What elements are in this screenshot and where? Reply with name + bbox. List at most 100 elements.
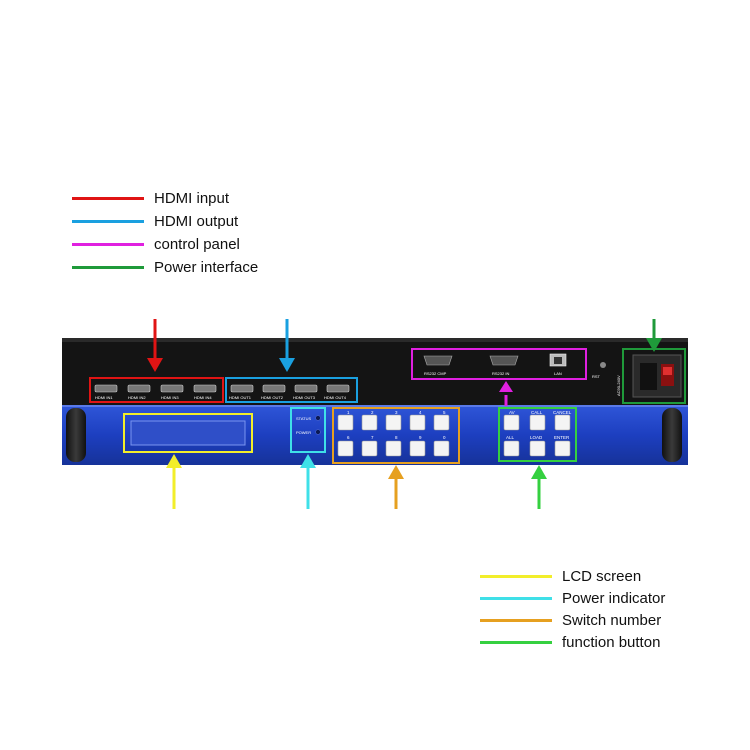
legend-item-power-indicator: Power indicator [480, 587, 665, 609]
lan-port: LAN [549, 353, 567, 376]
iec-inlet [640, 363, 657, 390]
legend-item-function-button: function button [480, 631, 660, 653]
power-voltage-label: AC90-240V [616, 375, 621, 396]
switch-button: 7 [361, 435, 378, 457]
power-indicator-group: STATUS POWER [290, 407, 326, 453]
function-button: LOAD [529, 435, 546, 457]
legend-swatch [72, 219, 144, 223]
legend-swatch [480, 640, 552, 644]
hdmi-output-port: HDMI OUT2 [261, 384, 286, 400]
function-button-group: AV CALL CANCEL ALL LOAD ENTER [498, 407, 577, 462]
hdmi-output-group: HDMI OUT1 HDMI OUT2 HDMI OUT3 HDMI OUT4 [225, 377, 358, 403]
lcd-screen [130, 420, 246, 446]
switch-button-label: 1 [347, 410, 350, 415]
rs232-in-port: RS232 IN [489, 355, 519, 376]
arrow-switch-number [388, 465, 404, 509]
switch-button-label: 8 [395, 435, 398, 440]
power-switch-rocker [663, 367, 672, 375]
rs232-in-label: RS232 IN [492, 371, 509, 376]
function-button: ALL [503, 435, 520, 457]
switch-button-label: 4 [419, 410, 422, 415]
function-button-label: LOAD [530, 435, 543, 440]
arrow-power-indicator [300, 454, 316, 509]
hdmi-input-label: HDMI IN2 [128, 395, 146, 400]
function-button-label: ALL [506, 435, 515, 440]
legend-label: function button [562, 633, 661, 651]
arrow-hdmi-output [279, 319, 295, 372]
rst-button: RST [592, 362, 606, 379]
hdmi-input-port: HDMI IN2 [127, 384, 151, 400]
switch-number-group: 1 2 3 4 5 6 7 8 [332, 407, 460, 464]
rear-panel-edge [62, 338, 688, 342]
function-button: ENTER [554, 435, 571, 457]
power-led [315, 429, 321, 435]
right-handle [662, 408, 682, 462]
function-button-label: AV [509, 410, 515, 415]
legend-label: HDMI input [154, 189, 230, 207]
legend-swatch [72, 196, 144, 200]
function-button-highlight [498, 407, 577, 462]
function-button-label: CALL [531, 410, 543, 415]
switch-button: 2 [361, 410, 378, 431]
hdmi-output-label: HDMI OUT4 [324, 395, 347, 400]
arrow-control-panel [499, 381, 513, 406]
rs232-cmp-label: RS232 CMP [424, 371, 447, 376]
control-panel-group: RS232 CMP RS232 IN LAN [411, 348, 587, 380]
hdmi-output-port: HDMI OUT3 [293, 384, 318, 400]
arrow-hdmi-input [147, 319, 163, 372]
hdmi-input-label: HDMI IN1 [95, 395, 113, 400]
status-label: STATUS [296, 416, 312, 421]
switch-button: 9 [409, 435, 426, 457]
legend-label: HDMI output [154, 212, 239, 230]
function-button-label: CANCEL [553, 410, 572, 415]
hdmi-output-highlight [225, 377, 358, 403]
hdmi-input-port: HDMI IN1 [94, 384, 118, 400]
hdmi-output-label: HDMI OUT2 [261, 395, 284, 400]
left-handle [66, 408, 86, 462]
legend-item-switch-number: Switch number [480, 609, 661, 631]
legend-swatch [480, 596, 552, 600]
arrow-lcd-screen [166, 454, 182, 509]
switch-button: 1 [337, 410, 354, 431]
power-label: POWER [296, 430, 311, 435]
hdmi-input-label: HDMI IN4 [194, 395, 212, 400]
switch-button: 0 [433, 435, 450, 457]
switch-button: 3 [385, 410, 402, 431]
legend-item-hdmi-input: HDMI input [72, 187, 229, 209]
power-interface-group: AC90-240V [616, 348, 686, 404]
function-button-label: ENTER [554, 435, 570, 440]
legend-item-lcd-screen: LCD screen [480, 565, 641, 587]
legend-label: Switch number [562, 611, 662, 629]
switch-button: 6 [337, 435, 354, 457]
legend-label: LCD screen [562, 567, 642, 585]
legend-item-power-interface: Power interface [72, 256, 258, 278]
switch-button: 4 [409, 410, 426, 431]
hdmi-output-label: HDMI OUT1 [229, 395, 252, 400]
switch-button-label: 5 [443, 410, 446, 415]
legend-label: Power indicator [562, 589, 666, 607]
legend-item-hdmi-output: HDMI output [72, 210, 238, 232]
legend-item-control-panel: control panel [72, 233, 240, 255]
switch-button-label: 2 [371, 410, 374, 415]
switch-button-label: 0 [443, 435, 446, 440]
lcd-screen-group [123, 413, 253, 453]
rst-label: RST [592, 374, 601, 379]
switch-button-label: 9 [419, 435, 422, 440]
switch-button-label: 6 [347, 435, 350, 440]
hdmi-output-port: HDMI OUT4 [324, 384, 350, 400]
legend-swatch [72, 242, 144, 246]
switch-button: 8 [385, 435, 402, 457]
lan-label: LAN [554, 371, 562, 376]
arrow-power-interface [646, 319, 662, 352]
legend-swatch [480, 574, 552, 578]
status-led [315, 415, 321, 421]
front-panel-edge [62, 405, 688, 407]
function-button: CALL [529, 410, 546, 431]
legend-label: Power interface [154, 258, 259, 276]
hdmi-input-port: HDMI IN3 [160, 384, 184, 400]
function-button: CANCEL [553, 410, 572, 431]
hdmi-input-group: HDMI IN1 HDMI IN2 HDMI IN3 HDMI IN4 [89, 377, 224, 403]
hdmi-input-label: HDMI IN3 [161, 395, 179, 400]
switch-number-highlight [332, 407, 460, 464]
